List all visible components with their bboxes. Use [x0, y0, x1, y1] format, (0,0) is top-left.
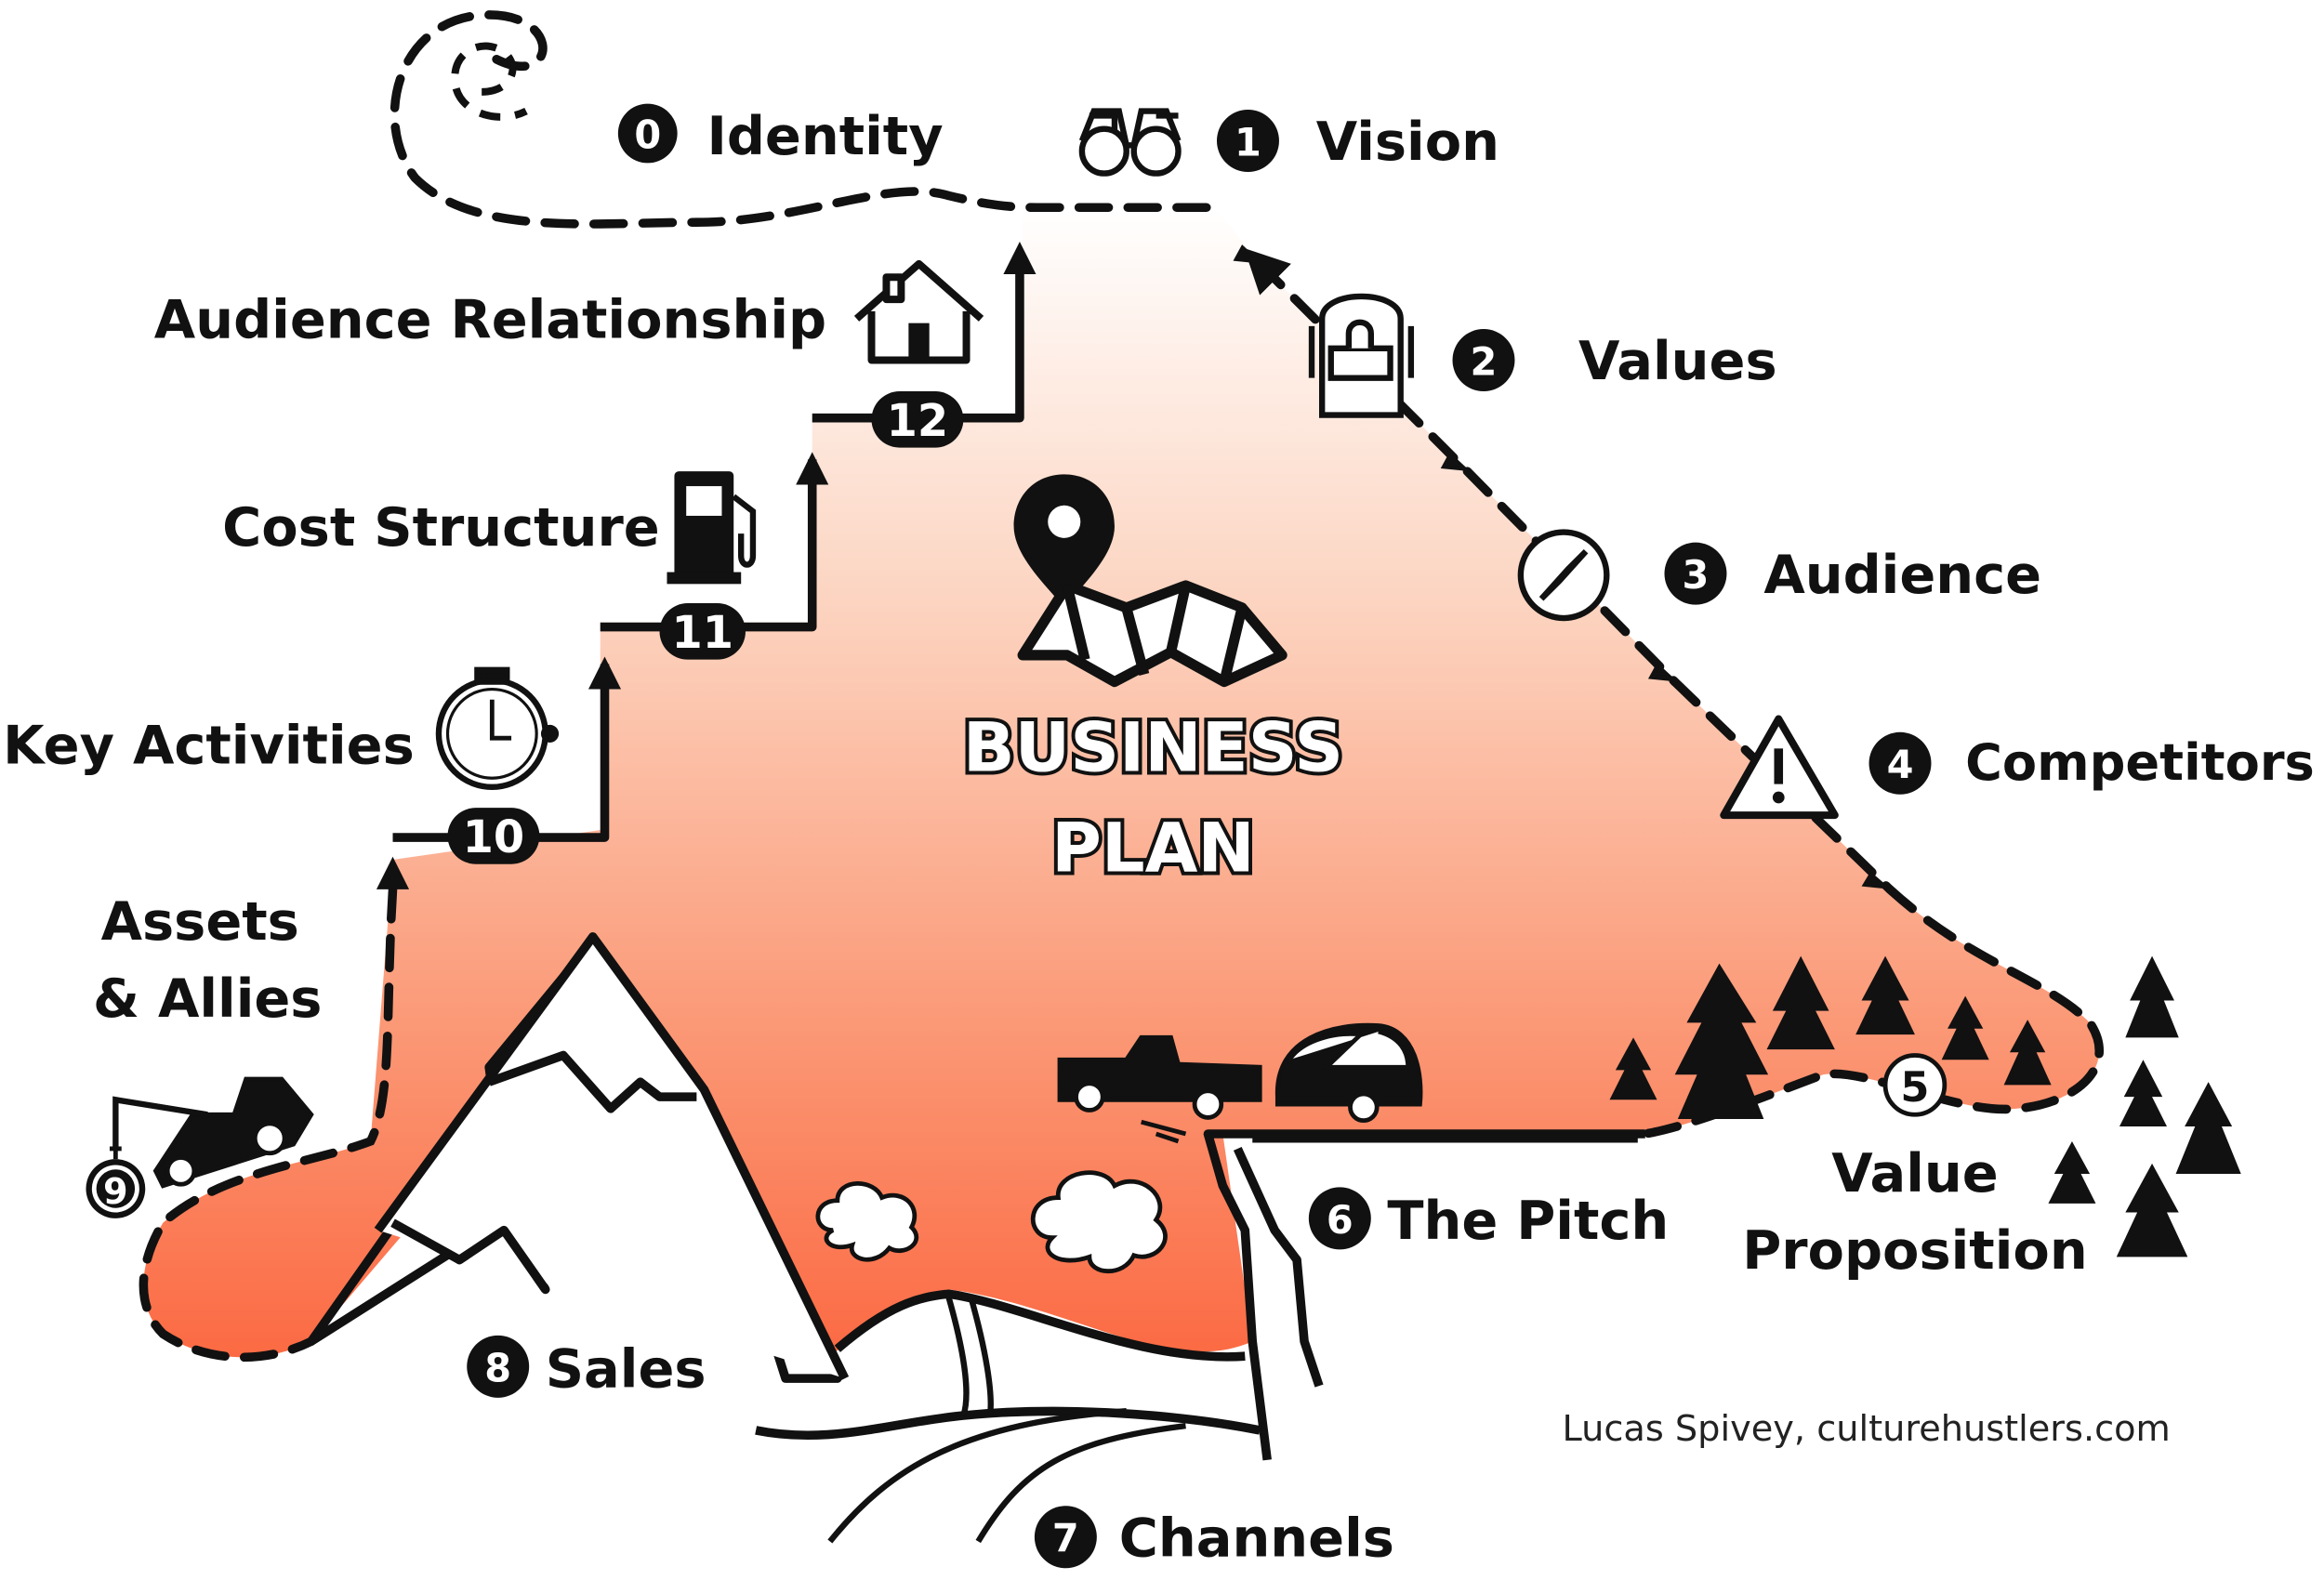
svg-text:3: 3	[1683, 553, 1710, 598]
road-icon	[755, 1289, 1261, 1544]
svg-text:6: 6	[1327, 1198, 1353, 1243]
house-icon	[853, 259, 984, 364]
step-0-label: Identity	[707, 105, 944, 167]
credit-text: Lucas Spivey, culturehustlers.com	[1562, 1408, 2170, 1450]
pine-trees-icon	[1609, 955, 2241, 1257]
step-7-label: Channels	[1119, 1507, 1394, 1569]
step-4-badge: 4	[1868, 731, 1932, 795]
svg-text:10: 10	[463, 812, 525, 863]
step-12-badge: 12	[871, 391, 964, 448]
step-8-label: Sales	[546, 1338, 706, 1401]
step-0-badge: 0	[617, 103, 678, 164]
stair-arrowheads	[376, 241, 1037, 889]
svg-text:5: 5	[1900, 1063, 1929, 1112]
step-5-label-line-1: Value	[1831, 1142, 1998, 1205]
cloud-icon	[815, 1170, 1168, 1274]
step-7-badge: 7	[1034, 1506, 1097, 1569]
svg-text:7: 7	[1052, 1517, 1079, 1561]
svg-text:11: 11	[671, 608, 733, 659]
svg-text:2: 2	[1471, 339, 1498, 384]
truck-with-trailer-icon	[1057, 1022, 1423, 1144]
tow-truck-icon	[109, 1076, 314, 1189]
mountain-icon	[307, 932, 850, 1383]
step-6-badge: 6	[1308, 1187, 1371, 1250]
step-2-label: Values	[1578, 330, 1777, 392]
step-9-badge: 9	[86, 1159, 146, 1218]
title-line-1: BUSINESS	[963, 708, 1343, 787]
step-2-badge: 2	[1452, 329, 1515, 392]
step-11-badge: 11	[659, 603, 746, 660]
step-6-label: The Pitch	[1387, 1190, 1669, 1252]
journey-fill-region	[143, 207, 2100, 1358]
step-3-badge: 3	[1664, 542, 1727, 605]
step-10-badge: 10	[447, 808, 540, 864]
stopwatch-icon	[435, 666, 560, 790]
svg-text:0: 0	[634, 112, 661, 157]
step-11-label: Cost Structure	[222, 496, 660, 559]
svg-text:12: 12	[887, 396, 949, 447]
step-9-label-line-1: Assets	[101, 890, 299, 953]
folded-map-icon	[1017, 580, 1287, 688]
step-10-label: Key Activities	[3, 714, 415, 776]
fuel-pump-icon	[667, 471, 757, 585]
map-pin-icon	[1013, 474, 1115, 608]
backpack-icon	[1308, 293, 1415, 418]
svg-text:8: 8	[484, 1346, 511, 1390]
step-8-badge: 8	[467, 1335, 530, 1398]
step-9-label-line-2: & Allies	[93, 968, 323, 1030]
binoculars-icon	[1078, 108, 1182, 177]
svg-text:1: 1	[1235, 120, 1261, 165]
title-line-2: PLAN	[1051, 810, 1255, 889]
step-1-badge: 1	[1216, 110, 1279, 172]
step-3-label: Audience	[1763, 544, 2041, 606]
warning-sign-icon	[1720, 715, 1839, 820]
svg-text:9: 9	[103, 1171, 128, 1213]
step-12-label: Audience Relationship	[154, 289, 826, 351]
step-5-label-line-2: Proposition	[1742, 1219, 2087, 1282]
direction-arrows	[1233, 244, 1892, 889]
step-1-label: Vision	[1316, 111, 1499, 173]
step-5-badge: 5	[1882, 1053, 1948, 1117]
step-4-label: Competitors	[1965, 733, 2315, 792]
spiral-icon	[451, 42, 528, 121]
cliff	[1203, 1129, 1645, 1461]
compass-icon	[1517, 529, 1610, 622]
svg-text:4: 4	[1887, 743, 1914, 787]
